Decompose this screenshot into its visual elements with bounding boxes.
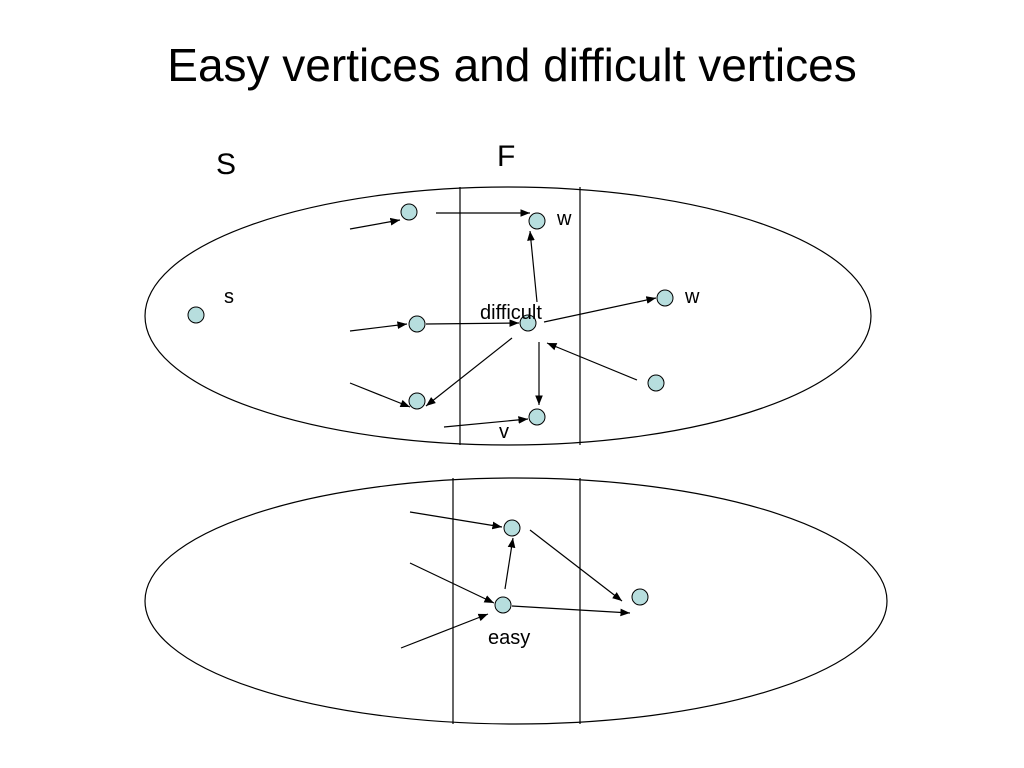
- edge: [546, 342, 638, 381]
- edge: [425, 337, 513, 407]
- edge: [349, 217, 401, 230]
- edge: [511, 605, 631, 617]
- vertex-v-label: v: [499, 421, 509, 443]
- vertex-v-node: [528, 408, 546, 426]
- vertex-node: [631, 588, 649, 606]
- vertex-node: [503, 519, 521, 537]
- easy-label: easy: [488, 627, 531, 649]
- edge: [400, 613, 489, 649]
- vertex-s-label: s: [224, 286, 234, 308]
- edge: [409, 562, 495, 604]
- easy-vertex-node: [494, 596, 512, 614]
- vertex-w-right-label: w: [685, 286, 700, 308]
- difficult-label: difficult: [480, 302, 542, 324]
- slide-title: Easy vertices and difficult vertices: [167, 39, 857, 91]
- set-S-label: S: [216, 148, 237, 181]
- vertex-w-top-node: [528, 212, 546, 230]
- edge: [527, 230, 538, 303]
- edge: [504, 537, 516, 590]
- vertex-node: [408, 315, 426, 333]
- edge: [543, 296, 657, 323]
- top-set-ellipse: [144, 186, 872, 446]
- edge: [349, 382, 411, 408]
- vertex-node: [647, 374, 665, 392]
- vertex-node: [408, 392, 426, 410]
- edge: [529, 529, 623, 602]
- difficult-vertex-node: [519, 314, 537, 332]
- vertex-w-top-label: w: [557, 208, 572, 230]
- edge: [349, 321, 408, 332]
- set-F-label: F: [497, 140, 516, 173]
- vertex-node: [400, 203, 418, 221]
- vertex-w-right-node: [656, 289, 674, 307]
- edge: [409, 511, 503, 530]
- edge: [425, 319, 520, 327]
- bottom-set-ellipse: [144, 477, 888, 725]
- vertex-s-node: [187, 306, 205, 324]
- edge: [443, 416, 529, 428]
